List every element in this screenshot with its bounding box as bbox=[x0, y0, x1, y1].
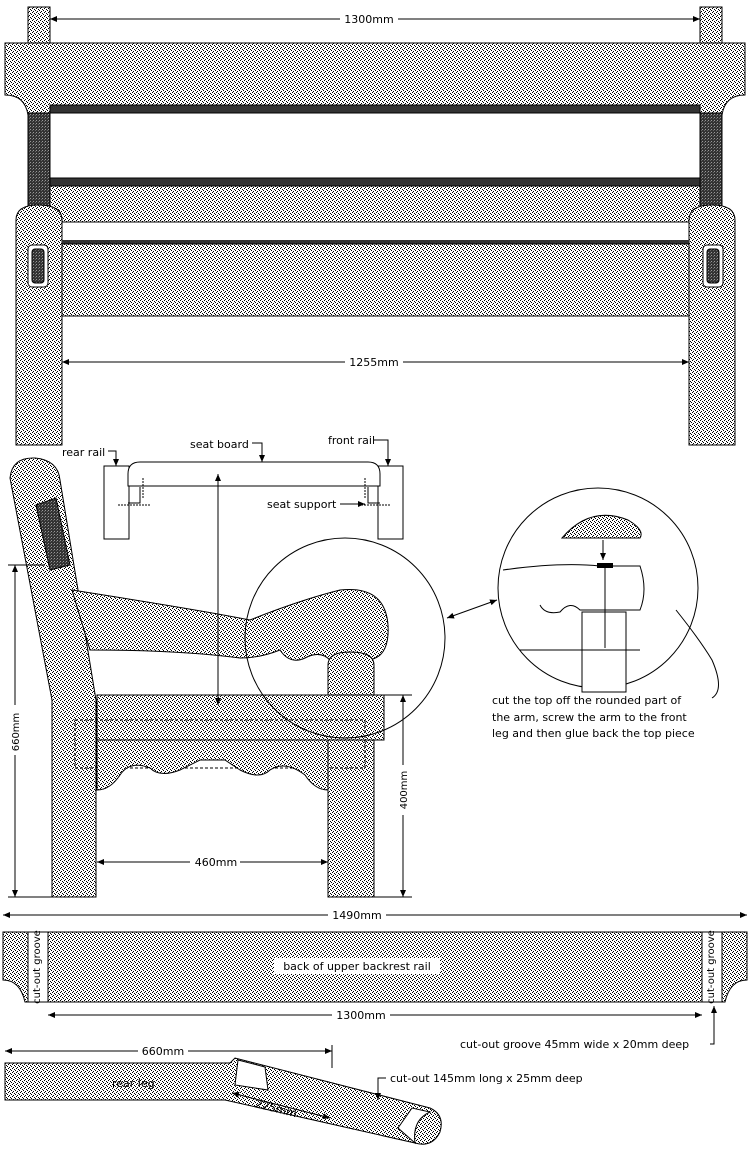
side-view: rear rail seat board front rail seat sup… bbox=[8, 434, 719, 898]
rear-leg-profile bbox=[4, 1057, 442, 1145]
right-back-post bbox=[699, 112, 723, 209]
seat-board-top bbox=[49, 185, 701, 223]
right-post-top bbox=[699, 6, 723, 44]
side-apron bbox=[96, 739, 329, 791]
dim-1255-label: 1255mm bbox=[349, 356, 398, 369]
backrest-rail-view: 1490mm cut-out groove cut-out groove bac… bbox=[2, 908, 748, 1051]
dim-660-label: 660mm bbox=[11, 713, 22, 752]
top-rail bbox=[4, 42, 746, 116]
arm-detail bbox=[497, 487, 719, 699]
detail-callout-circle bbox=[244, 537, 446, 739]
seat-board-label: seat board bbox=[190, 438, 249, 451]
rear-leg-side bbox=[9, 457, 97, 898]
cutout-note: cut-out 145mm long x 25mm deep bbox=[390, 1072, 583, 1085]
back-rail-strip bbox=[49, 104, 701, 114]
front-apron bbox=[61, 243, 690, 317]
left-groove-label: cut-out groove bbox=[32, 930, 43, 1004]
right-groove bbox=[701, 931, 723, 1003]
left-front-leg bbox=[15, 204, 63, 446]
seat-side bbox=[96, 694, 385, 741]
dim-1300-bottom-label: 1300mm bbox=[336, 1009, 385, 1022]
seat-hidden-outline bbox=[74, 719, 366, 769]
left-post-top bbox=[27, 6, 51, 44]
arm-top-piece bbox=[560, 514, 642, 539]
front-rail-label: front rail bbox=[328, 434, 375, 447]
note-line-3: leg and then glue back the top piece bbox=[492, 727, 695, 740]
front-rail-strip bbox=[49, 177, 701, 187]
right-groove-label: cut-out groove bbox=[706, 930, 717, 1004]
groove-note: cut-out groove 45mm wide x 20mm deep bbox=[460, 1038, 689, 1051]
arm-rest bbox=[71, 588, 389, 661]
right-front-leg bbox=[688, 204, 736, 446]
front-leg-side bbox=[327, 651, 375, 898]
note-line-2: the arm, screw the arm to the front bbox=[492, 711, 687, 724]
dim-1300-top-label: 1300mm bbox=[344, 13, 393, 26]
dim-400-label: 400mm bbox=[399, 771, 410, 810]
dim-460-label: 460mm bbox=[195, 856, 237, 869]
backrest-rail-label: back of upper backrest rail bbox=[283, 960, 431, 973]
rear-leg-mortise bbox=[35, 497, 71, 571]
rear-rail-label: rear rail bbox=[62, 446, 105, 459]
left-back-post bbox=[27, 112, 51, 209]
seat-support-label: seat support bbox=[267, 498, 337, 511]
left-groove bbox=[27, 931, 49, 1003]
seat-board-section bbox=[127, 461, 381, 487]
dim-1490-label: 1490mm bbox=[332, 909, 381, 922]
rear-leg-label: rear leg bbox=[112, 1077, 155, 1090]
top-view: 1300mm 1255mm bbox=[4, 6, 746, 446]
note-line-1: cut the top off the rounded part of bbox=[492, 694, 682, 707]
rear-leg-view: 660mm rear leg 225mm cut-out 145mm long … bbox=[4, 1044, 583, 1145]
dim-660-leg-label: 660mm bbox=[142, 1045, 184, 1058]
